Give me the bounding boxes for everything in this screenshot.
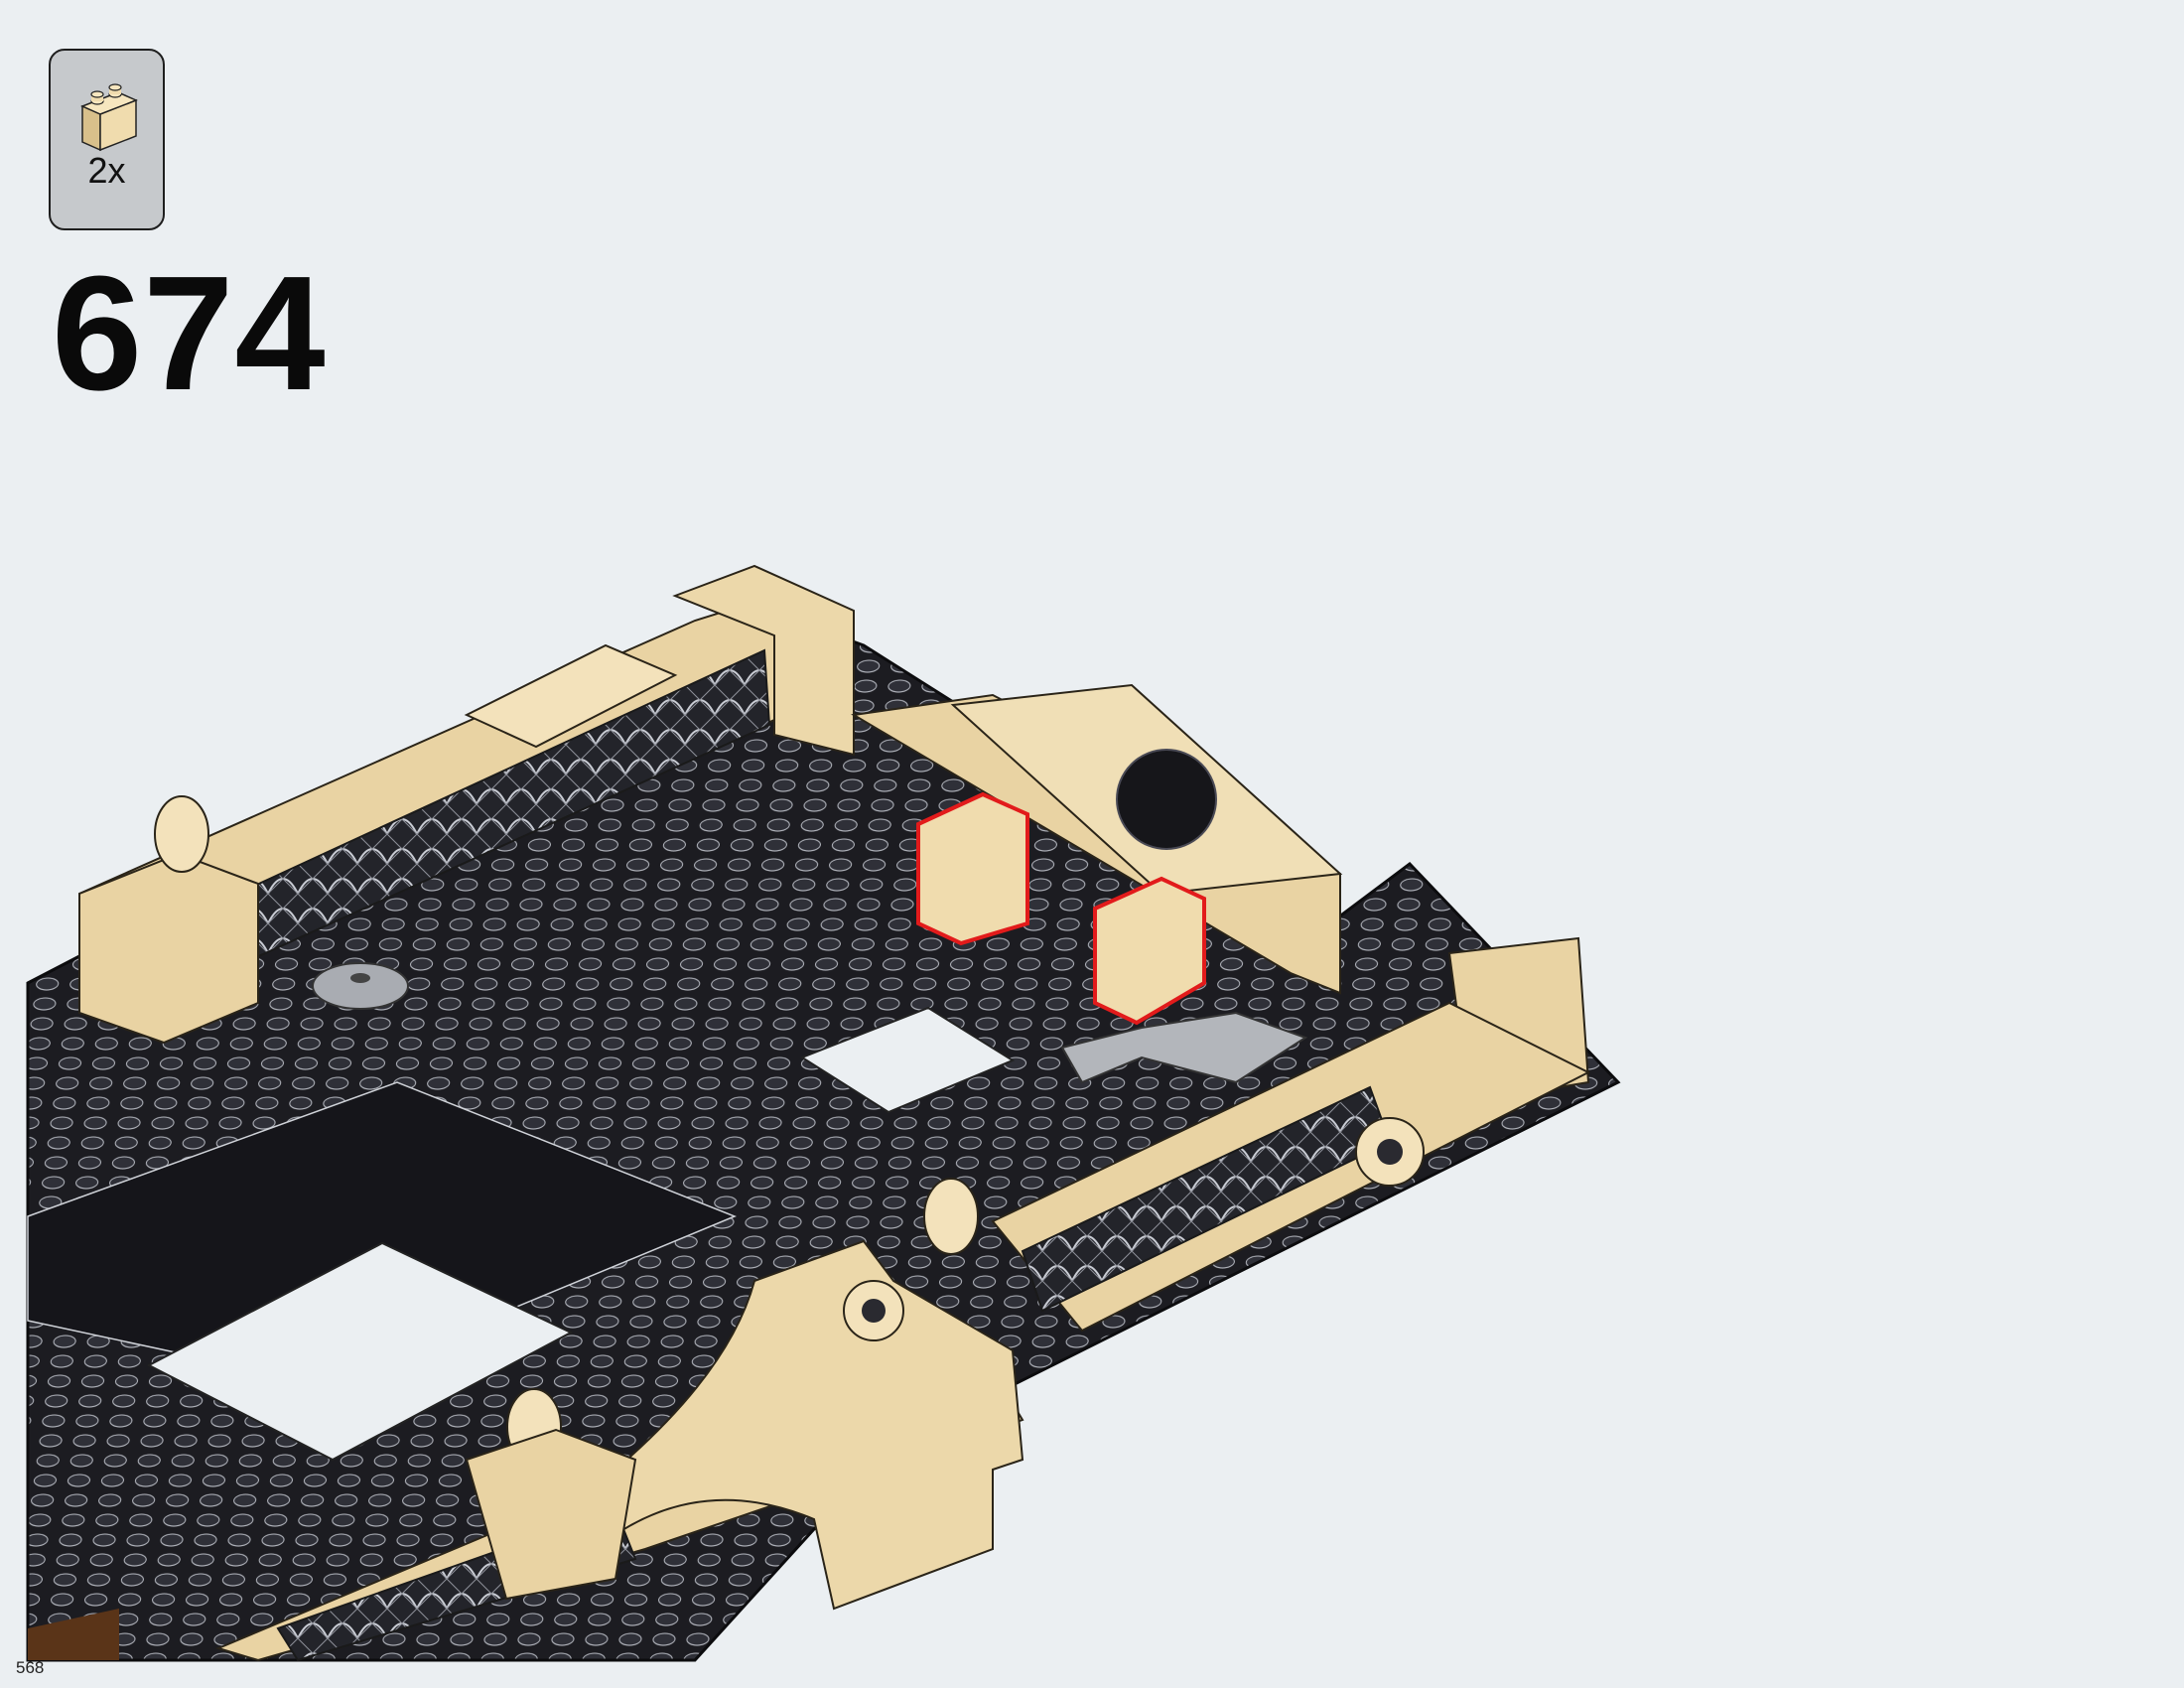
highlighted-brick [1093, 876, 1206, 1026]
tan-corner-block [672, 564, 855, 757]
tan-pillar [465, 1428, 637, 1601]
parts-callout: 2x [49, 49, 165, 230]
flat-tiles [27, 1081, 737, 1386]
tan-finial [923, 1178, 979, 1255]
brown-corner [28, 1609, 119, 1660]
tan-brick-icon [80, 83, 138, 152]
open-gap [799, 1006, 1016, 1114]
grey-tile [1060, 1011, 1308, 1084]
tan-wall-right [851, 693, 1341, 995]
tan-cap [464, 643, 678, 749]
part-quantity: 2x [87, 150, 126, 191]
tan-finial [154, 795, 209, 873]
step-number: 674 [52, 242, 327, 424]
black-round-brick [1116, 749, 1217, 850]
grey-round-plate [312, 962, 409, 1010]
page-number: 568 [16, 1658, 45, 1677]
highlighted-brick [916, 791, 1029, 946]
tan-pillar [78, 852, 259, 1045]
open-gap [146, 1241, 574, 1462]
tan-arch [564, 1239, 1024, 1611]
